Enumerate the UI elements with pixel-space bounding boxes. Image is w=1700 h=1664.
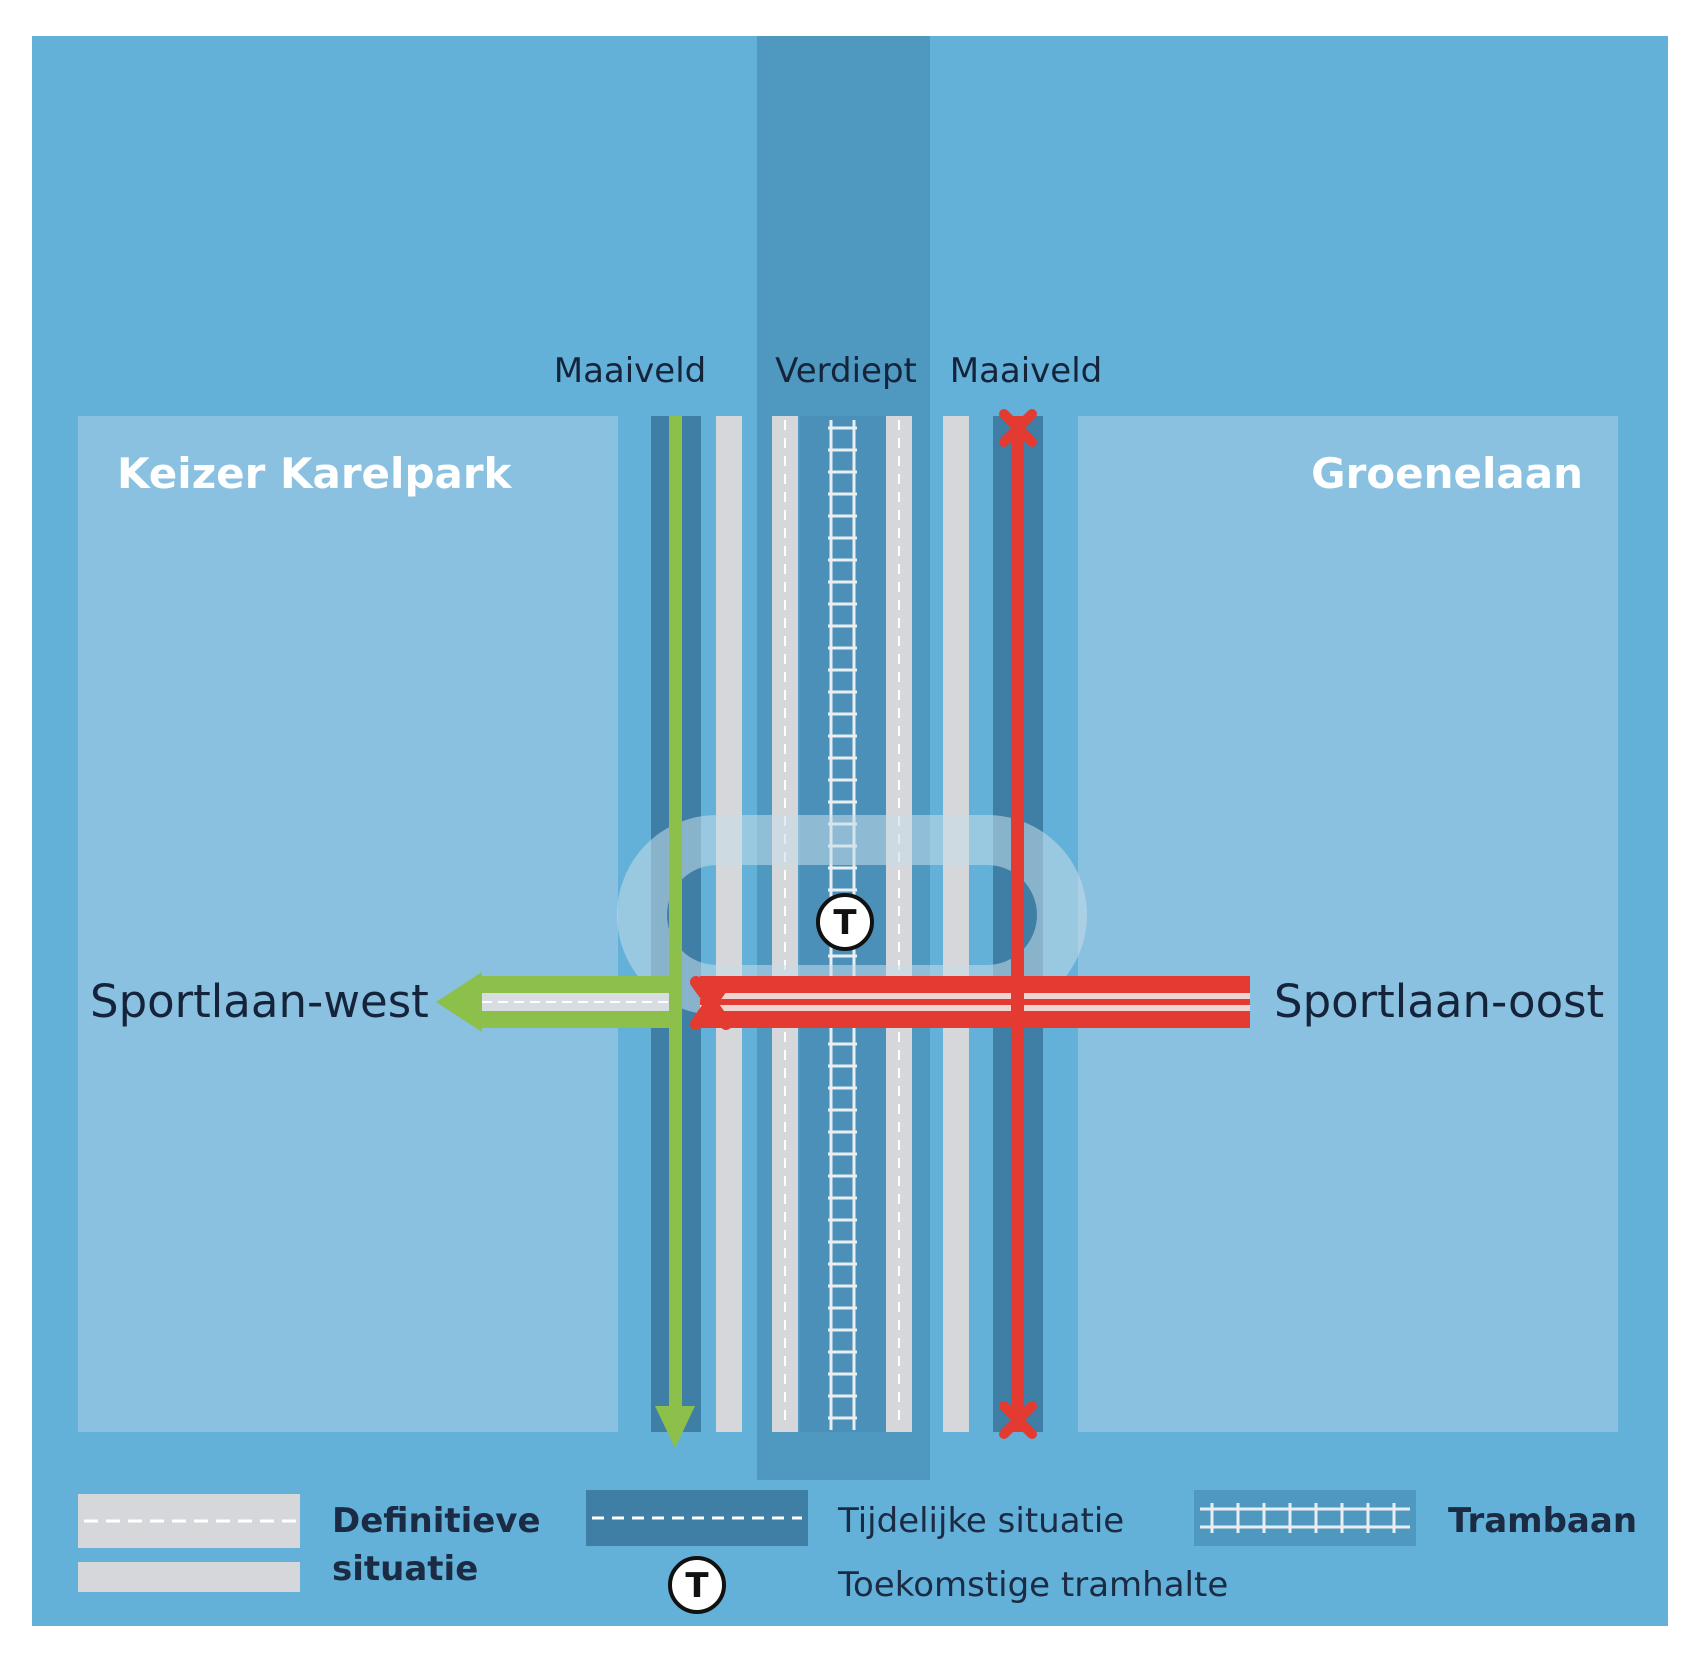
route-open-vertical xyxy=(655,416,695,1448)
definitive-lane-1 xyxy=(716,416,742,1432)
legend-swatch-tram xyxy=(1194,1490,1416,1546)
route-open-west xyxy=(436,972,678,1032)
area-panel-west xyxy=(78,416,618,1432)
legend-label-definitive: Definitieve xyxy=(332,1501,541,1541)
legend-tram-stop-letter: T xyxy=(685,1566,709,1606)
column-label-left: Maaiveld xyxy=(554,351,707,391)
closure-cross-top xyxy=(999,409,1037,447)
legend-label-future-stop: Toekomstige tramhalte xyxy=(837,1565,1228,1605)
legend-swatch-temporary xyxy=(586,1490,808,1546)
legend: Definitieve situatie Tijdelijke situatie… xyxy=(78,1490,1637,1614)
column-label-center: Verdiept xyxy=(775,351,917,391)
area-label-east: Groenelaan xyxy=(1311,449,1583,498)
legend-tram-stop: T xyxy=(668,1556,726,1614)
legend-label-definitive-2: situatie xyxy=(332,1549,478,1589)
route-closed-vertical xyxy=(999,409,1037,1439)
area-panel-east xyxy=(1078,416,1618,1432)
street-label-west: Sportlaan-west xyxy=(90,975,429,1028)
tram-stop-marker: T xyxy=(816,893,874,951)
route-closed-east xyxy=(700,976,1250,1028)
area-label-west: Keizer Karelpark xyxy=(117,449,513,498)
legend-swatch-definitive xyxy=(78,1494,300,1592)
tram-stop-letter: T xyxy=(833,903,857,943)
legend-label-temporary: Tijdelijke situatie xyxy=(837,1501,1124,1541)
legend-label-tram: Trambaan xyxy=(1448,1501,1637,1541)
column-label-right: Maaiveld xyxy=(950,351,1103,391)
closure-cross-junction xyxy=(690,976,732,1030)
street-label-east: Sportlaan-oost xyxy=(1274,975,1604,1028)
closure-cross-bottom xyxy=(999,1401,1037,1439)
definitive-lane-4 xyxy=(943,416,969,1432)
